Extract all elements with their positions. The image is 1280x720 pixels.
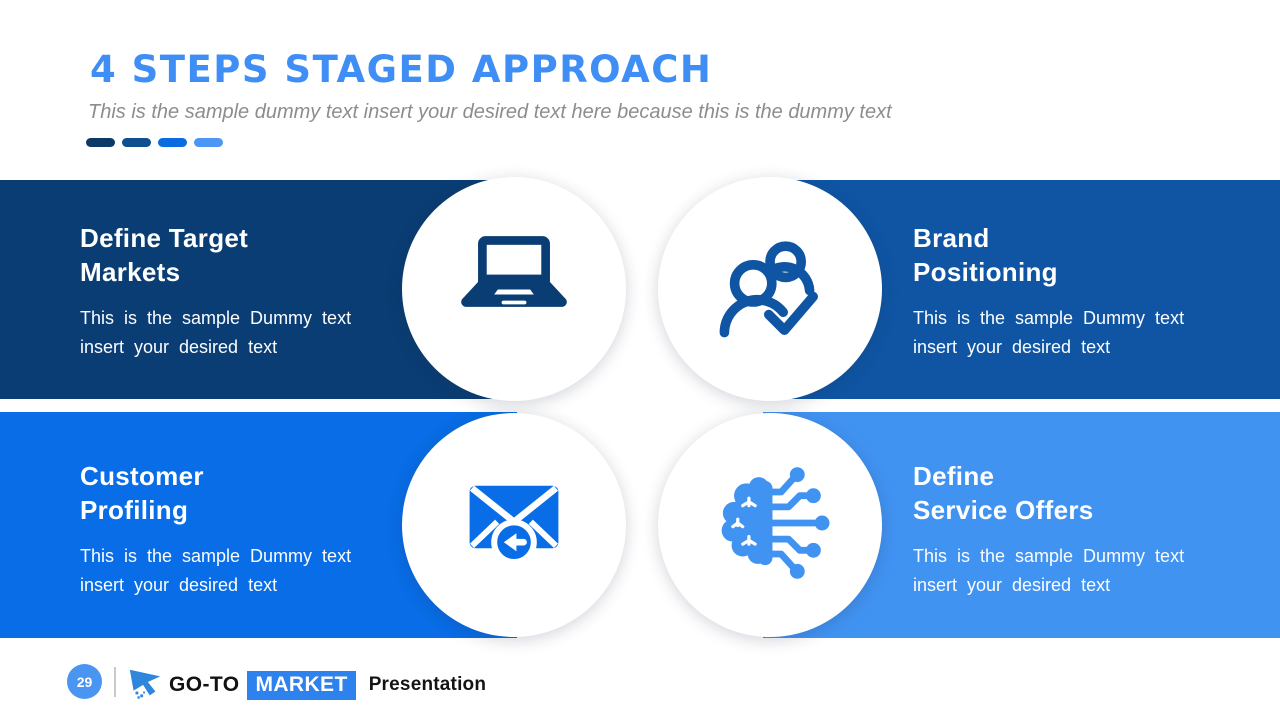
brand-market: MARKET	[247, 670, 356, 700]
accent-dash	[86, 138, 115, 147]
cursor-logo-icon	[126, 664, 164, 707]
step-body: This is the sample Dummy text insert you…	[913, 308, 1185, 357]
icon-circle-define-target-markets	[402, 177, 626, 401]
ai-brain-icon	[708, 461, 832, 590]
icon-circle-brand-positioning	[658, 177, 882, 401]
icon-circle-customer-profiling	[402, 413, 626, 637]
laptop-icon	[452, 225, 576, 354]
brand-go-to: GO-TO	[169, 673, 240, 696]
step-body: This is the sample Dummy text insert you…	[913, 546, 1185, 595]
mail-arrow-icon	[454, 463, 574, 588]
accent-dash	[194, 138, 223, 147]
accent-dashes	[86, 138, 223, 147]
brand-logo: GO-TO MARKET Presentation	[169, 670, 486, 700]
accent-dash	[158, 138, 187, 147]
page-subtitle: This is the sample dummy text insert you…	[88, 101, 892, 123]
footer-divider	[114, 667, 116, 697]
accent-dash	[122, 138, 151, 147]
page-title: 4 STEPS STAGED APPROACH	[90, 48, 713, 91]
people-check-icon	[710, 227, 830, 352]
brand-suffix: Presentation	[368, 674, 487, 695]
step-body: This is the sample Dummy text insert you…	[80, 308, 352, 357]
step-body: This is the sample Dummy text insert you…	[80, 546, 352, 595]
page-number-badge: 29	[67, 664, 102, 699]
icon-circle-define-service-offers	[658, 413, 882, 637]
